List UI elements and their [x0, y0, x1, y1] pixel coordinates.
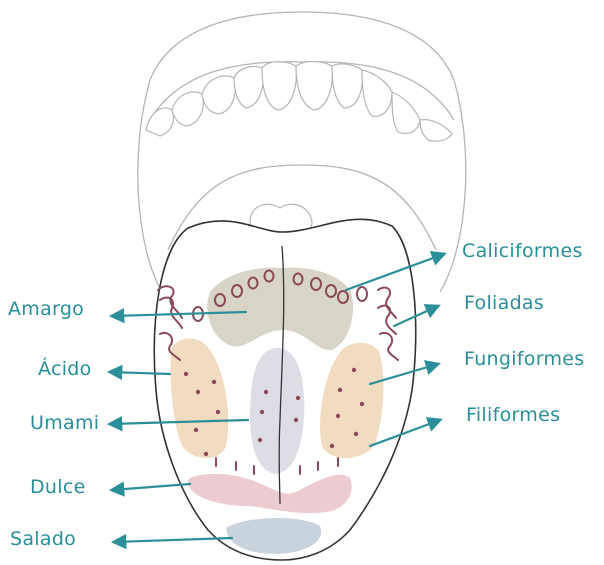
- label-circumvallate: Caliciformes: [462, 242, 583, 261]
- arrow-icon: [112, 484, 190, 490]
- label-foliate: Foliadas: [464, 294, 544, 313]
- label-sour: Ácido: [38, 360, 92, 379]
- label-fungiform: Fungiformes: [464, 350, 585, 369]
- label-bitter: Amargo: [8, 300, 84, 319]
- label-salty: Salado: [10, 530, 76, 549]
- arrow-icon: [114, 538, 232, 542]
- umami-zone: [250, 348, 304, 474]
- teeth: [146, 62, 452, 142]
- label-umami: Umami: [30, 414, 99, 433]
- label-sweet: Dulce: [30, 478, 86, 497]
- label-filiform: Filiformes: [466, 406, 560, 425]
